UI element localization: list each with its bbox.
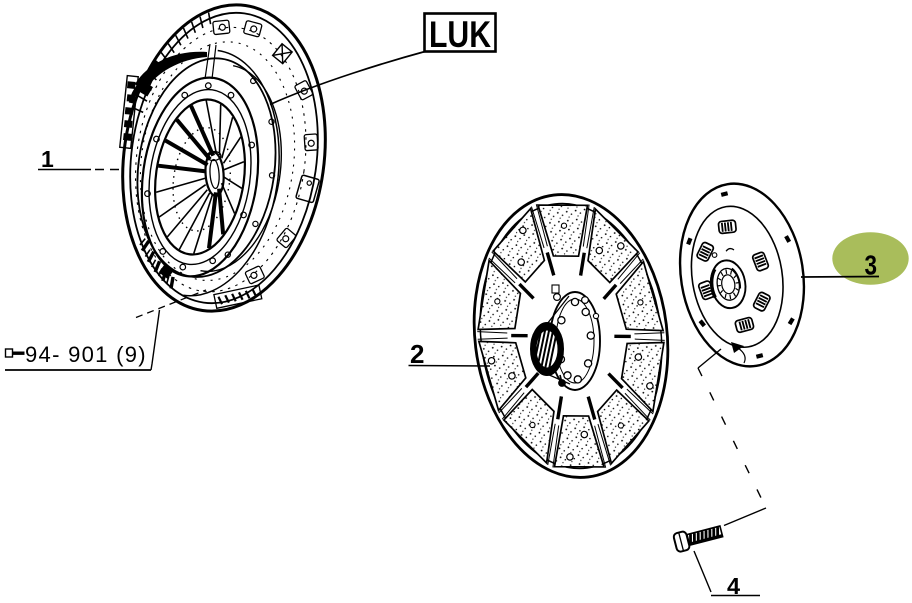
svg-text:2: 2: [410, 339, 424, 369]
svg-text:3: 3: [865, 250, 878, 281]
svg-text:1: 1: [41, 146, 54, 172]
svg-text:4: 4: [727, 573, 740, 599]
svg-text:LUK: LUK: [429, 14, 491, 55]
svg-text:94- 901 (9): 94- 901 (9): [25, 342, 147, 367]
